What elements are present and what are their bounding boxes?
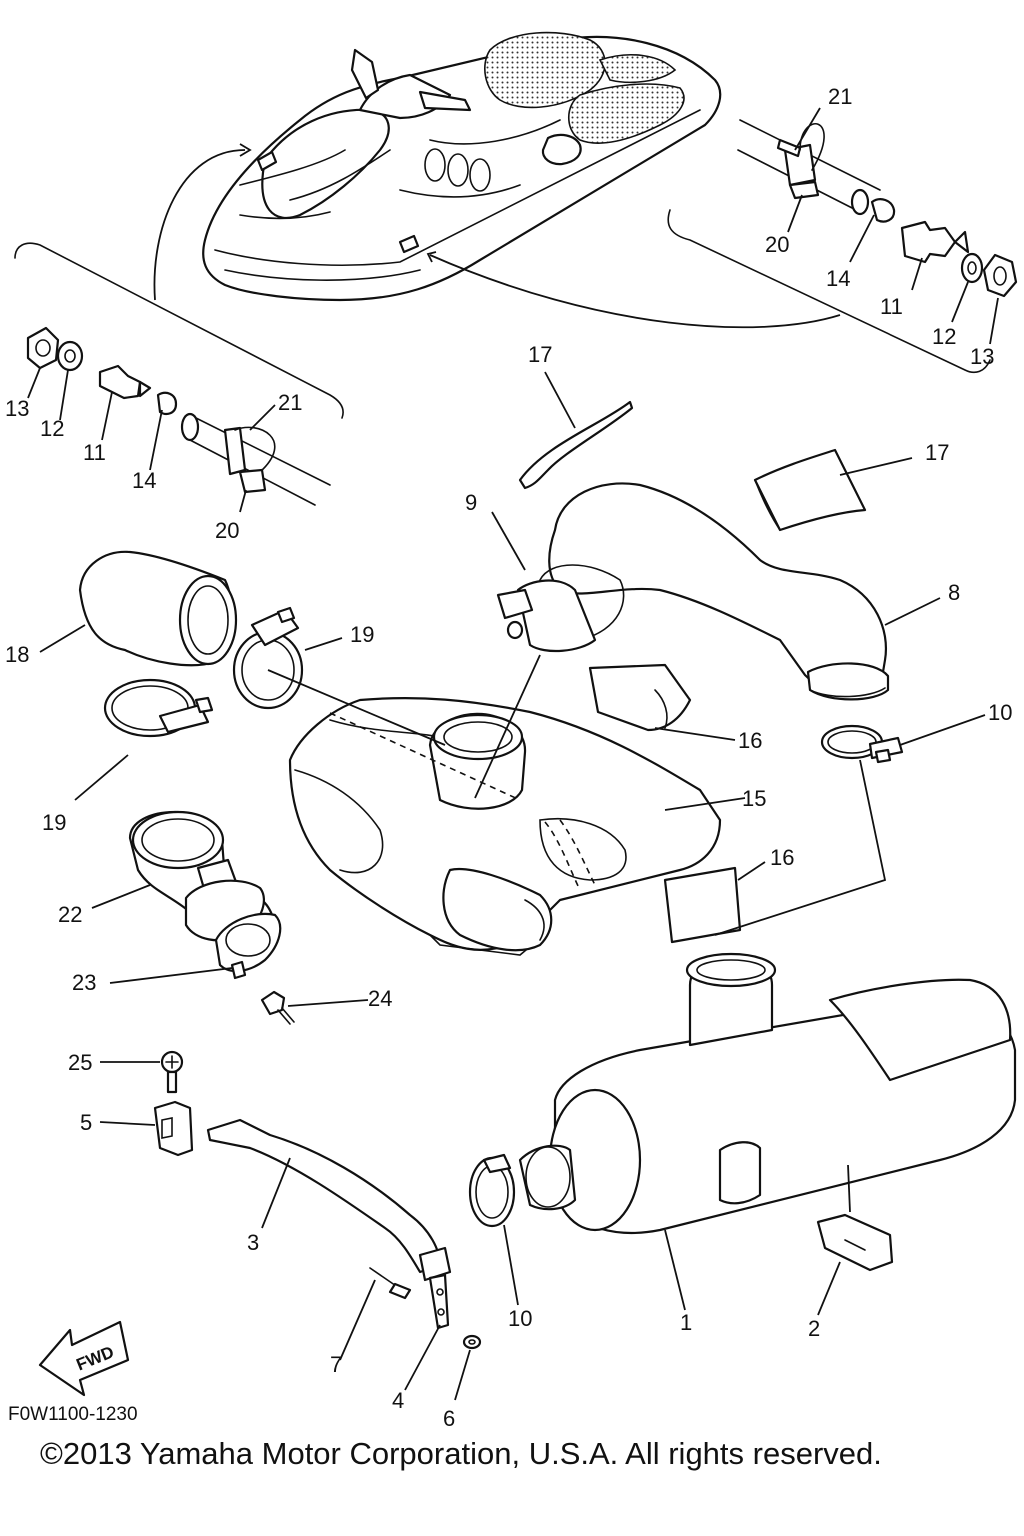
callout-2: 2 [808, 1316, 820, 1341]
callout-11: 11 [880, 294, 903, 319]
callout-7: 7 [330, 1352, 342, 1377]
callout-14: 14 [132, 468, 156, 493]
intake-box [288, 696, 722, 956]
elbow-assembly [128, 810, 295, 1025]
callout-24: 24 [368, 986, 392, 1011]
callout-20: 20 [765, 232, 789, 257]
callout-3: 3 [247, 1230, 259, 1255]
copyright-notice: ©2013 Yamaha Motor Corporation, U.S.A. A… [40, 1436, 882, 1471]
callout-11: 11 [83, 440, 106, 465]
callout-9: 9 [465, 490, 477, 515]
callout-22: 22 [58, 902, 82, 927]
callout-13: 13 [970, 344, 994, 369]
callout-23: 23 [72, 970, 96, 995]
callout-13: 13 [5, 396, 29, 421]
lower-parts [153, 866, 1017, 1350]
left-vent-assembly [14, 242, 344, 506]
callout-17: 17 [925, 440, 949, 465]
callout-10: 10 [508, 1306, 532, 1331]
right-vent-assembly [667, 119, 1018, 374]
callout-21: 21 [278, 390, 302, 415]
callout-1: 1 [680, 1310, 692, 1335]
callout-6: 6 [443, 1406, 455, 1431]
callout-12: 12 [40, 416, 64, 441]
callout-20: 20 [215, 518, 239, 543]
callout-12: 12 [932, 324, 956, 349]
callout-21: 21 [828, 84, 852, 109]
callout-10: 10 [988, 700, 1012, 725]
callout-16: 16 [770, 845, 794, 870]
duct-and-pads [78, 400, 904, 764]
callout-18: 18 [5, 642, 29, 667]
watercraft-illustration [153, 31, 841, 329]
callout-19: 19 [350, 622, 374, 647]
callout-15: 15 [742, 786, 766, 811]
callout-25: 25 [68, 1050, 92, 1075]
callout-19: 19 [42, 810, 66, 835]
fwd-arrow: FWD [38, 1320, 130, 1397]
callout-16: 16 [738, 728, 762, 753]
leader-lines [27, 107, 999, 1401]
callout-4: 4 [392, 1388, 404, 1413]
callout-5: 5 [80, 1110, 92, 1135]
callout-numbers: 21 20 14 11 12 13 13 12 11 14 21 20 17 1… [5, 84, 1012, 1431]
callout-8: 8 [948, 580, 960, 605]
callout-14: 14 [826, 266, 850, 291]
callout-17: 17 [528, 342, 552, 367]
diagram-code: F0W1100-1230 [8, 1404, 138, 1425]
